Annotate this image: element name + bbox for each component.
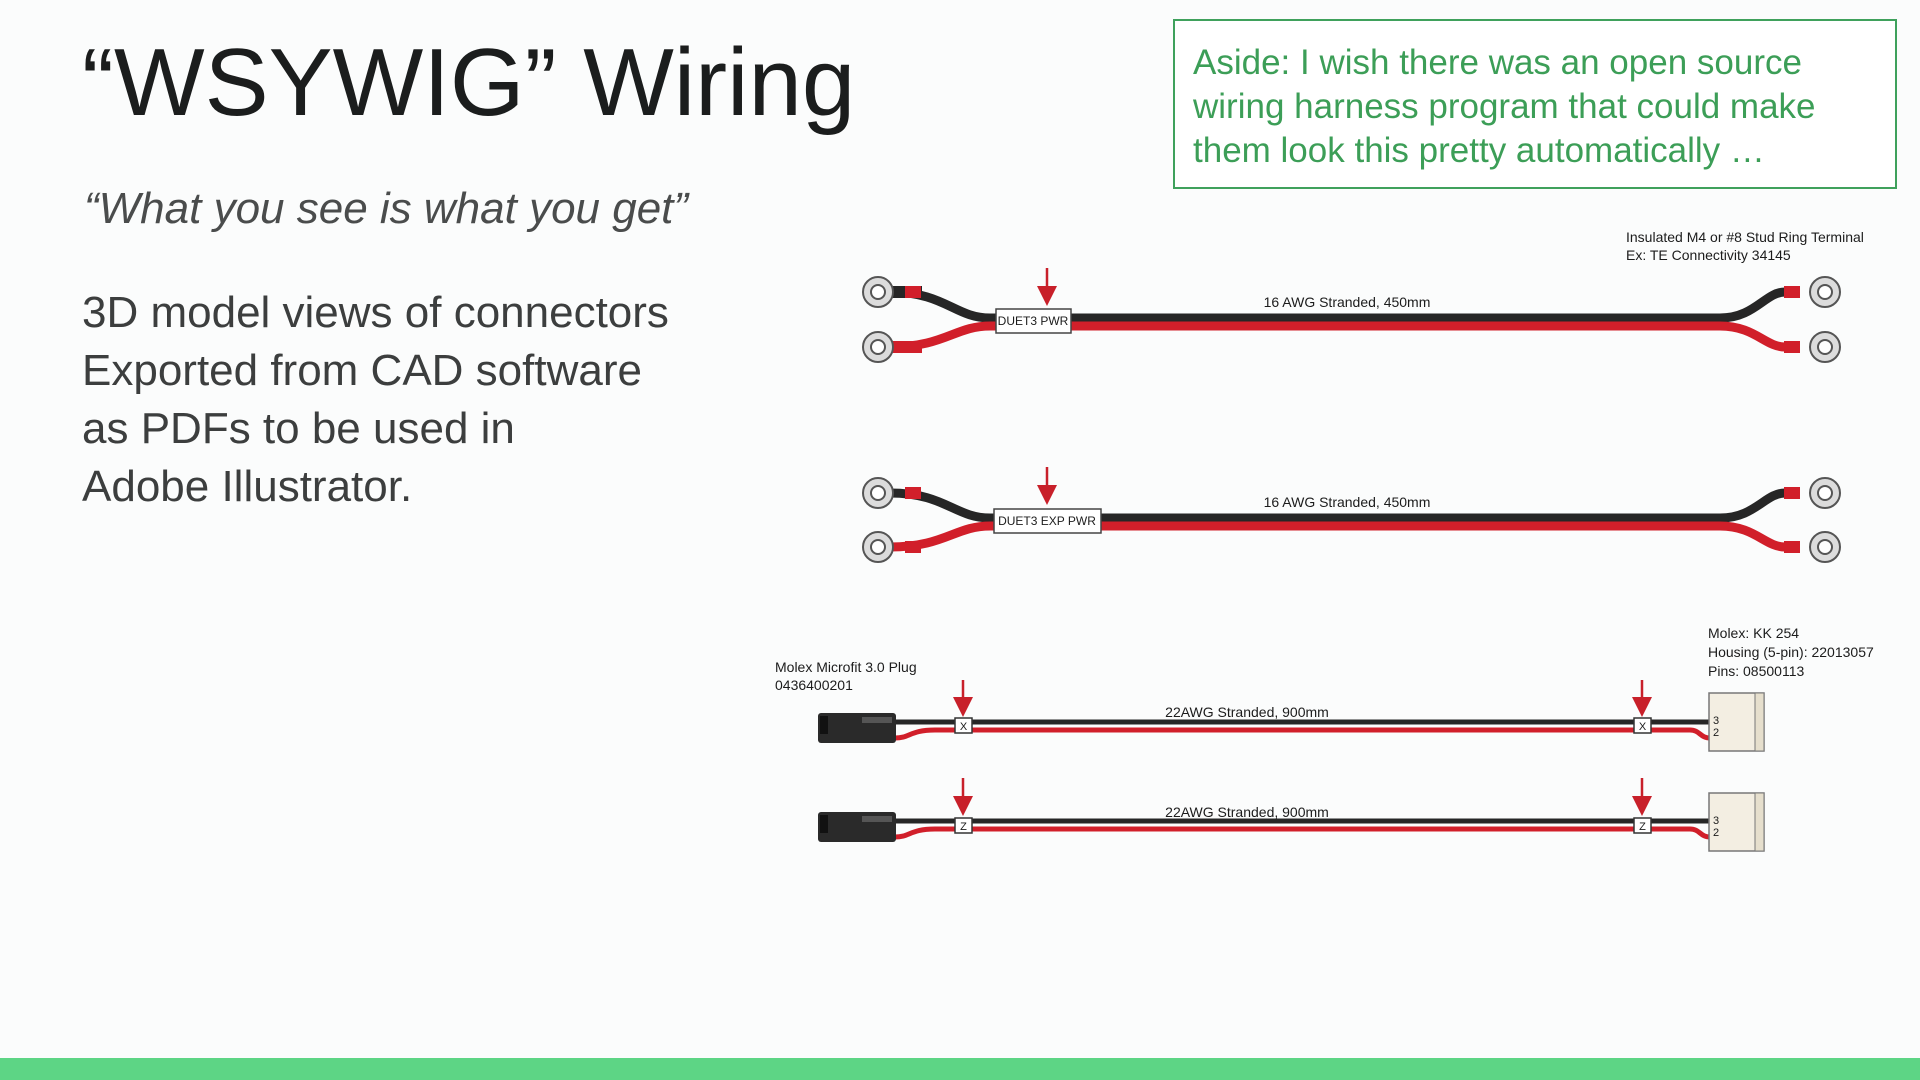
wire-spec: 22AWG Stranded, 900mm xyxy=(1165,804,1329,820)
body-line: 3D model views of connectors xyxy=(82,288,669,337)
pin-label: 2 xyxy=(1713,727,1719,739)
kk-note-line: Housing (5-pin): 22013057 xyxy=(1708,644,1874,660)
aside-callout: Aside: I wish there was an open source w… xyxy=(1173,19,1897,189)
cable-label: Z xyxy=(960,821,967,833)
pin-label: 2 xyxy=(1713,827,1719,839)
cable-label: X xyxy=(1639,721,1647,733)
body-line: as PDFs to be used in xyxy=(82,404,515,453)
power-cable-duet3-pwr: DUET3 PWR 16 AWG Stranded, 450mm xyxy=(862,268,1841,363)
cable-label-tag xyxy=(1633,717,1652,734)
power-cable-duet3-exp-pwr: DUET3 EXP PWR 16 AWG Stranded, 450mm xyxy=(862,467,1841,563)
pin-label: 3 xyxy=(1713,715,1719,727)
signal-cable-x: X X 3 2 22AWG Stranded, 900mm xyxy=(818,680,1765,752)
wire-spec: 16 AWG Stranded, 450mm xyxy=(1264,494,1431,510)
cable-label-tag xyxy=(995,308,1072,334)
body-text: 3D model views of connectors Exported fr… xyxy=(82,284,669,516)
cable-label: DUET3 PWR xyxy=(998,314,1069,328)
cable-label: Z xyxy=(1639,821,1646,833)
ring-terminal-note-line: Ex: TE Connectivity 34145 xyxy=(1626,247,1791,263)
kk-note-line: Pins: 08500113 xyxy=(1708,663,1804,679)
cable-label-tag xyxy=(993,508,1102,534)
body-line: Adobe Illustrator. xyxy=(82,462,413,511)
microfit-note-line: Molex Microfit 3.0 Plug xyxy=(775,659,917,675)
body-line: Exported from CAD software xyxy=(82,346,642,395)
slide-title: “WSYWIG” Wiring xyxy=(82,29,856,136)
aside-line: them look this pretty automatically … xyxy=(1193,131,1765,170)
signal-cable-z: Z Z 3 2 22AWG Stranded, 900mm xyxy=(818,778,1765,852)
cable-label: DUET3 EXP PWR xyxy=(998,514,1096,528)
microfit-note-line: 0436400201 xyxy=(775,677,853,693)
kk-note-line: Molex: KK 254 xyxy=(1708,625,1799,641)
cable-label: X xyxy=(960,721,968,733)
ring-terminal-note-line: Insulated M4 or #8 Stud Ring Terminal xyxy=(1626,229,1864,245)
aside-line: Aside: I wish there was an open source xyxy=(1193,43,1802,82)
aside-line: wiring harness program that could make xyxy=(1193,87,1816,126)
cable-label-tag xyxy=(1633,817,1652,834)
wire-spec: 22AWG Stranded, 900mm xyxy=(1165,704,1329,720)
wire-spec: 16 AWG Stranded, 450mm xyxy=(1264,294,1431,310)
slide-subtitle: “What you see is what you get” xyxy=(84,184,689,233)
cable-label-tag xyxy=(954,717,973,734)
cable-label-tag xyxy=(954,817,973,834)
pin-label: 3 xyxy=(1713,815,1719,827)
footer-bar xyxy=(0,1058,1920,1080)
